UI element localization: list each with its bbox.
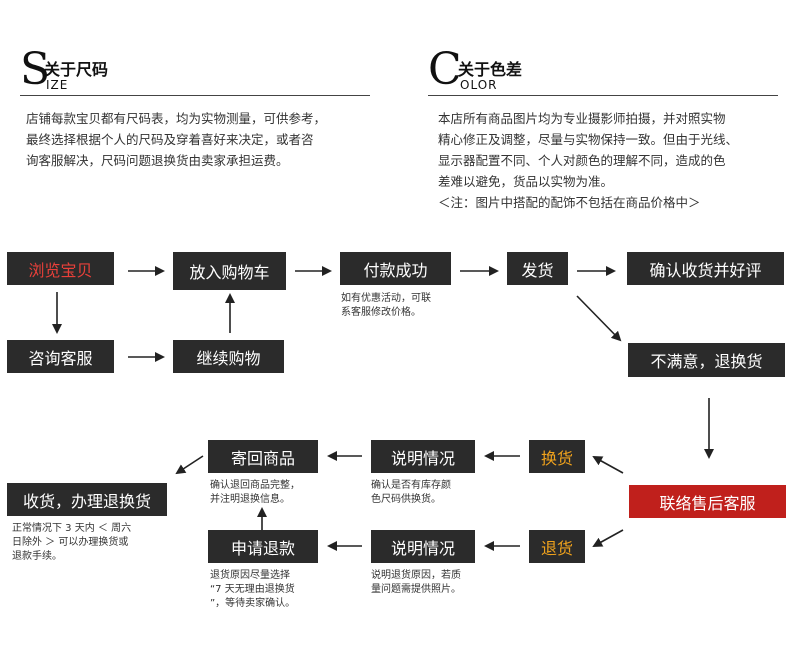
flow-step-contact-aftersales: 联络售后客服 xyxy=(629,485,786,518)
size-line: 店铺每款宝贝都有尺码表，均为实物测量，可供参考， xyxy=(26,111,327,126)
color-line: 显示器配置不同、个人对颜色的理解不同，造成的色 xyxy=(438,153,726,168)
size-section-title: 关于尺码 xyxy=(44,60,109,79)
note-line: 确认是否有库存颜 xyxy=(371,480,451,491)
note-line: 系客服修改价格。 xyxy=(341,307,421,318)
color-section-subtitle: OLOR xyxy=(460,78,498,92)
flow-step-send-back: 寄回商品 xyxy=(208,440,318,473)
note-line: 说明退货原因，若质 xyxy=(371,570,461,581)
color-line: 本店所有商品图片均为专业摄影师拍摄，并对照实物 xyxy=(438,111,726,126)
note-line: “7 天无理由退换货 xyxy=(210,584,295,595)
color-paragraph: 本店所有商品图片均为专业摄影师拍摄，并对照实物 精心修正及调整，尽量与实物保持一… xyxy=(438,108,783,213)
size-section-subtitle: IZE xyxy=(46,78,69,92)
flow-step-continue-shopping: 继续购物 xyxy=(173,340,284,373)
color-line: 差难以避免，货品以实物为准。 xyxy=(438,174,614,189)
size-paragraph: 店铺每款宝贝都有尺码表，均为实物测量，可供参考， 最终选择根据个人的尺码及穿着喜… xyxy=(26,108,376,171)
note-line: 并注明退换信息。 xyxy=(210,494,290,505)
color-divider xyxy=(428,95,778,96)
arrow-aftersales-to-refund xyxy=(592,529,624,547)
size-divider xyxy=(20,95,370,96)
note-apply-refund: 退货原因尽量选择 “7 天无理由退换货 ”，等待卖家确认。 xyxy=(210,569,295,611)
color-section-title: 关于色差 xyxy=(458,60,523,79)
flow-step-confirm-review: 确认收货并好评 xyxy=(627,252,784,285)
color-line: 精心修正及调整，尽量与实物保持一致。但由于光线、 xyxy=(438,132,739,147)
note-line: 如有优惠活动，可联 xyxy=(341,293,431,304)
note-line: ”，等待卖家确认。 xyxy=(210,598,296,609)
note-receive: 正常情况下 3 天内 ＜ 周六 日除外 ＞ 可以办理换货或 退款手续。 xyxy=(12,522,131,564)
size-initial-letter: S xyxy=(20,44,51,95)
color-initial-letter: C xyxy=(428,44,462,95)
flow-step-refund: 退货 xyxy=(529,530,585,563)
arrow-sendback-to-receive xyxy=(175,455,204,475)
note-line: 色尺码供换货。 xyxy=(371,494,441,505)
flow-step-explain-refund: 说明情况 xyxy=(371,530,475,563)
note-refund: 说明退货原因，若质 量问题需提供照片。 xyxy=(371,569,461,597)
color-line: ＜注：图片中搭配的配饰不包括在商品价格中＞ xyxy=(438,195,701,210)
note-line: 日除外 ＞ 可以办理换货或 xyxy=(12,537,129,548)
note-payment: 如有优惠活动，可联 系客服修改价格。 xyxy=(341,292,431,320)
note-line: 退货原因尽量选择 xyxy=(210,570,290,581)
size-line: 询客服解决，尺码问题退换货由卖家承担运费。 xyxy=(26,153,289,168)
flow-step-receive-goods: 收货，办理退换货 xyxy=(7,483,167,516)
flow-step-add-to-cart: 放入购物车 xyxy=(173,252,286,290)
flow-step-consult-service: 咨询客服 xyxy=(7,340,114,373)
size-line: 最终选择根据个人的尺码及穿着喜好来决定，或者咨 xyxy=(26,132,314,147)
note-exchange: 确认是否有库存颜 色尺码供换货。 xyxy=(371,479,451,507)
arrow-ship-to-unsatisfied xyxy=(576,295,622,342)
flow-step-ship: 发货 xyxy=(507,252,568,285)
note-line: 正常情况下 3 天内 ＜ 周六 xyxy=(12,523,132,534)
note-line: 量问题需提供照片。 xyxy=(371,584,461,595)
flow-step-payment-success: 付款成功 xyxy=(340,252,451,285)
arrow-aftersales-to-exchange xyxy=(592,456,624,474)
note-line: 确认退回商品完整， xyxy=(210,480,300,491)
flow-step-explain-exchange: 说明情况 xyxy=(371,440,475,473)
flow-step-browse: 浏览宝贝 xyxy=(7,252,114,285)
flow-step-apply-refund: 申请退款 xyxy=(208,530,318,563)
note-line: 退款手续。 xyxy=(12,551,62,562)
flow-step-unsatisfied-return: 不满意，退换货 xyxy=(628,343,785,377)
flow-step-exchange: 换货 xyxy=(529,440,585,473)
note-send-back: 确认退回商品完整， 并注明退换信息。 xyxy=(210,479,300,507)
